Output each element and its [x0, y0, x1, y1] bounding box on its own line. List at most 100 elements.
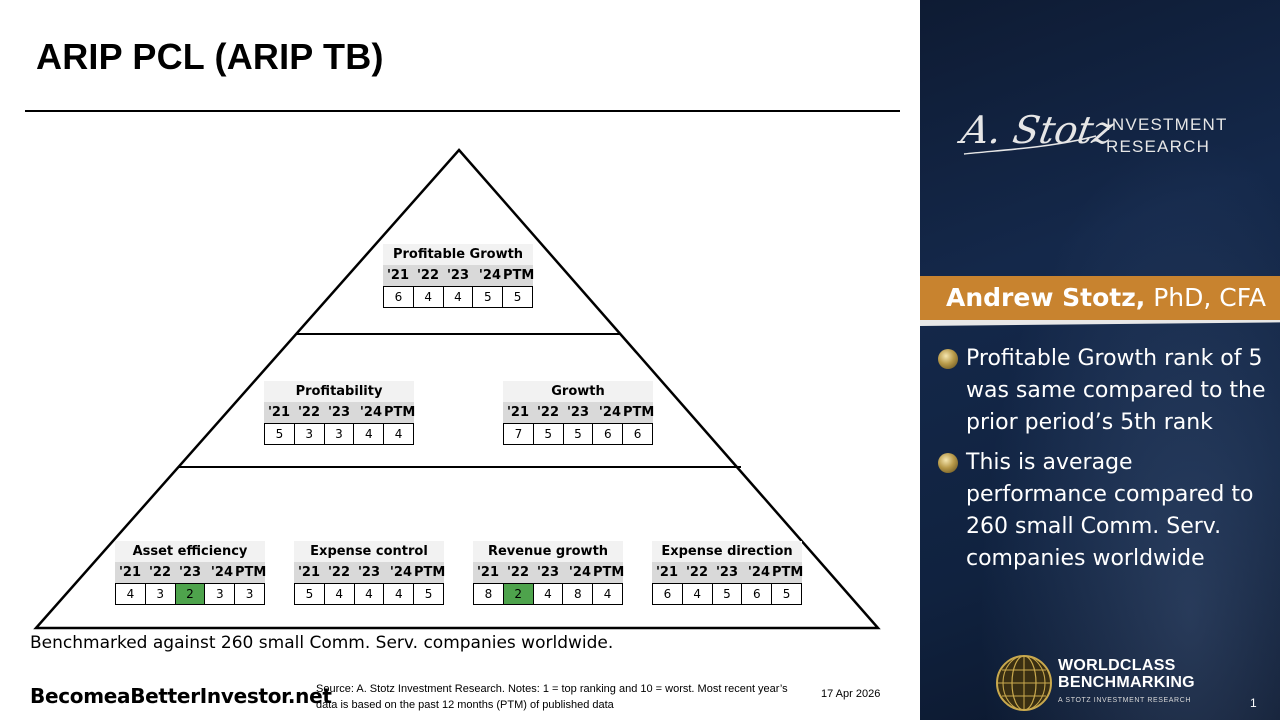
website-link[interactable]: BecomeaBetterInvestor.net — [30, 684, 332, 708]
rank-value-cell: 4 — [354, 423, 385, 444]
rank-value-cell: 4 — [384, 423, 414, 444]
rank-value-cell: 7 — [504, 423, 534, 444]
year-header: '22 — [506, 565, 530, 580]
rank-value-cell: 4 — [384, 583, 415, 604]
rank-value-cell: 5 — [295, 583, 325, 604]
year-header: '24 — [598, 405, 621, 420]
table-heading: Profitability — [264, 381, 414, 402]
rank-value-cell: 2 — [175, 583, 206, 604]
table-heading: Expense control — [294, 541, 444, 562]
table-heading: Profitable Growth — [383, 244, 533, 265]
pyramid-diagram — [33, 148, 881, 630]
rank-value-cell: 5 — [265, 423, 295, 444]
rank-value-cell: 5 — [503, 286, 533, 307]
rank-value-cell: 5 — [563, 423, 594, 444]
year-header: '21 — [655, 565, 679, 580]
year-header: '23 — [178, 565, 202, 580]
year-header: PTM — [384, 405, 416, 420]
year-header: '24 — [210, 565, 233, 580]
rank-value-cell: 3 — [145, 583, 176, 604]
logo-line-1: INVESTMENT — [1106, 115, 1228, 134]
rank-value-cell: 5 — [772, 583, 802, 604]
year-header: '21 — [297, 565, 321, 580]
rank-value-cell: 4 — [682, 583, 713, 604]
rank-value-cell: 8 — [563, 583, 594, 604]
rank-value-cell: 4 — [116, 583, 146, 604]
summary-bullet: This is average performance compared to … — [936, 447, 1276, 575]
year-header: PTM — [414, 565, 446, 580]
title-divider — [25, 110, 900, 112]
year-header: '24 — [568, 565, 591, 580]
rank-value-cell: 8 — [474, 583, 504, 604]
rank-value-cell: 5 — [414, 583, 444, 604]
year-header: '23 — [536, 565, 560, 580]
rank-value-cell: 6 — [384, 286, 414, 307]
table-heading: Expense direction — [652, 541, 802, 562]
year-header: '24 — [359, 405, 382, 420]
rank-value-cell: 3 — [205, 583, 236, 604]
rank-value-cell: 6 — [653, 583, 683, 604]
panel-background-glow — [920, 0, 1280, 720]
year-header: '24 — [389, 565, 412, 580]
rank-value-cell: 4 — [324, 583, 355, 604]
logo-line-2: RESEARCH — [1106, 137, 1211, 156]
rank-value-cell: 4 — [413, 286, 444, 307]
year-header: '21 — [118, 565, 142, 580]
rank-value-cell: 2 — [503, 583, 534, 604]
year-header: '21 — [386, 268, 410, 283]
rank-value-cell: 3 — [324, 423, 355, 444]
rank-value-cell: 4 — [533, 583, 564, 604]
year-header: '22 — [416, 268, 440, 283]
author-credentials: PhD, CFA — [1145, 283, 1266, 312]
summary-bullet: Profitable Growth rank of 5 was same com… — [936, 343, 1276, 439]
table-heading: Growth — [503, 381, 653, 402]
report-date: 17 Apr 2026 — [821, 688, 881, 700]
page-title: ARIP PCL (ARIP TB) — [36, 36, 384, 77]
table-heading: Asset efficiency — [115, 541, 265, 562]
author-name-bold: Andrew Stotz, — [946, 283, 1146, 312]
rank-value-cell: 5 — [712, 583, 743, 604]
year-header: '23 — [715, 565, 739, 580]
year-header: '21 — [267, 405, 291, 420]
year-header: PTM — [235, 565, 267, 580]
year-header: '22 — [685, 565, 709, 580]
year-header: '23 — [327, 405, 351, 420]
year-header: '22 — [148, 565, 172, 580]
rank-value-cell: 3 — [235, 583, 265, 604]
year-header: '23 — [446, 268, 470, 283]
rank-value-cell: 3 — [294, 423, 325, 444]
author-band-edge — [920, 320, 1280, 326]
rank-value-cell: 6 — [593, 423, 624, 444]
table-heading: Revenue growth — [473, 541, 623, 562]
year-header: '24 — [747, 565, 770, 580]
rank-value-cell: 4 — [443, 286, 474, 307]
year-header: PTM — [503, 268, 535, 283]
gold-bullet-icon — [938, 349, 958, 369]
pyramid-outline — [33, 148, 881, 630]
globe-icon — [996, 655, 1052, 711]
year-header: '21 — [506, 405, 530, 420]
source-note: Source: A. Stotz Investment Research. No… — [316, 683, 788, 711]
wcb-line-1: WORLDCLASS — [1058, 657, 1176, 674]
year-header: '24 — [478, 268, 501, 283]
